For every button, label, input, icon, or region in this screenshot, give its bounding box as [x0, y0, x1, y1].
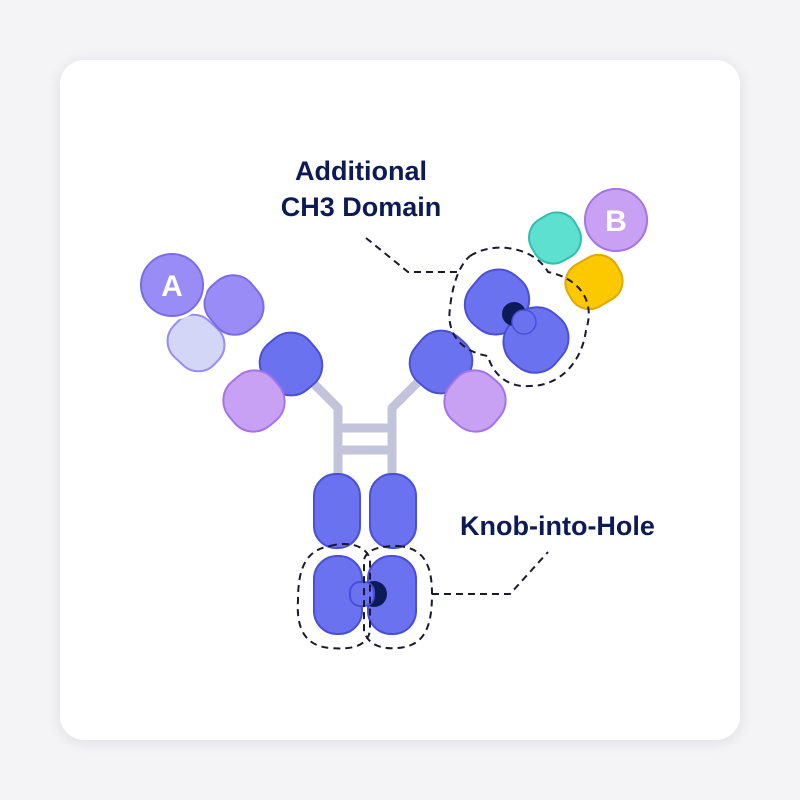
fc-left-dashed-outline	[296, 542, 371, 650]
light-chain-constant-domain-left	[222, 369, 286, 433]
ch2-left-domain	[313, 473, 361, 549]
ch2-right-domain	[369, 473, 417, 549]
label-knob-into-hole: Knob-into-Hole	[460, 511, 655, 541]
right-fab-arm	[408, 211, 624, 433]
additional-ch3-knob-cover	[511, 309, 537, 335]
light-chain-yellow-domain	[564, 253, 624, 311]
left-fab-arm	[166, 274, 324, 433]
badge-b-circle	[584, 188, 648, 252]
light-chain-variable-domain	[203, 274, 265, 336]
additional-ch3-leader-line	[365, 237, 462, 273]
light-chain-teal-domain	[528, 211, 582, 265]
additional-ch3-dashed-outline	[448, 246, 590, 388]
fc-knob-stem	[349, 581, 375, 607]
annotations	[296, 237, 590, 650]
badge-a-circle	[140, 253, 204, 317]
hinge	[305, 375, 425, 481]
fc-region	[313, 473, 417, 635]
fc-right-dashed-outline	[363, 544, 434, 650]
badge-b: B	[581, 185, 651, 255]
knob-leader-line	[432, 551, 549, 595]
light-chain-constant-domain-right	[443, 369, 507, 433]
label-additional-line2: CH3 Domain	[281, 192, 442, 222]
light-chain-pale-domain	[166, 313, 226, 373]
badge-a: A	[137, 250, 207, 320]
label-additional-line1: Additional	[295, 156, 427, 186]
badge-a-letter: A	[161, 270, 183, 303]
badge-b-letter: B	[605, 205, 627, 238]
